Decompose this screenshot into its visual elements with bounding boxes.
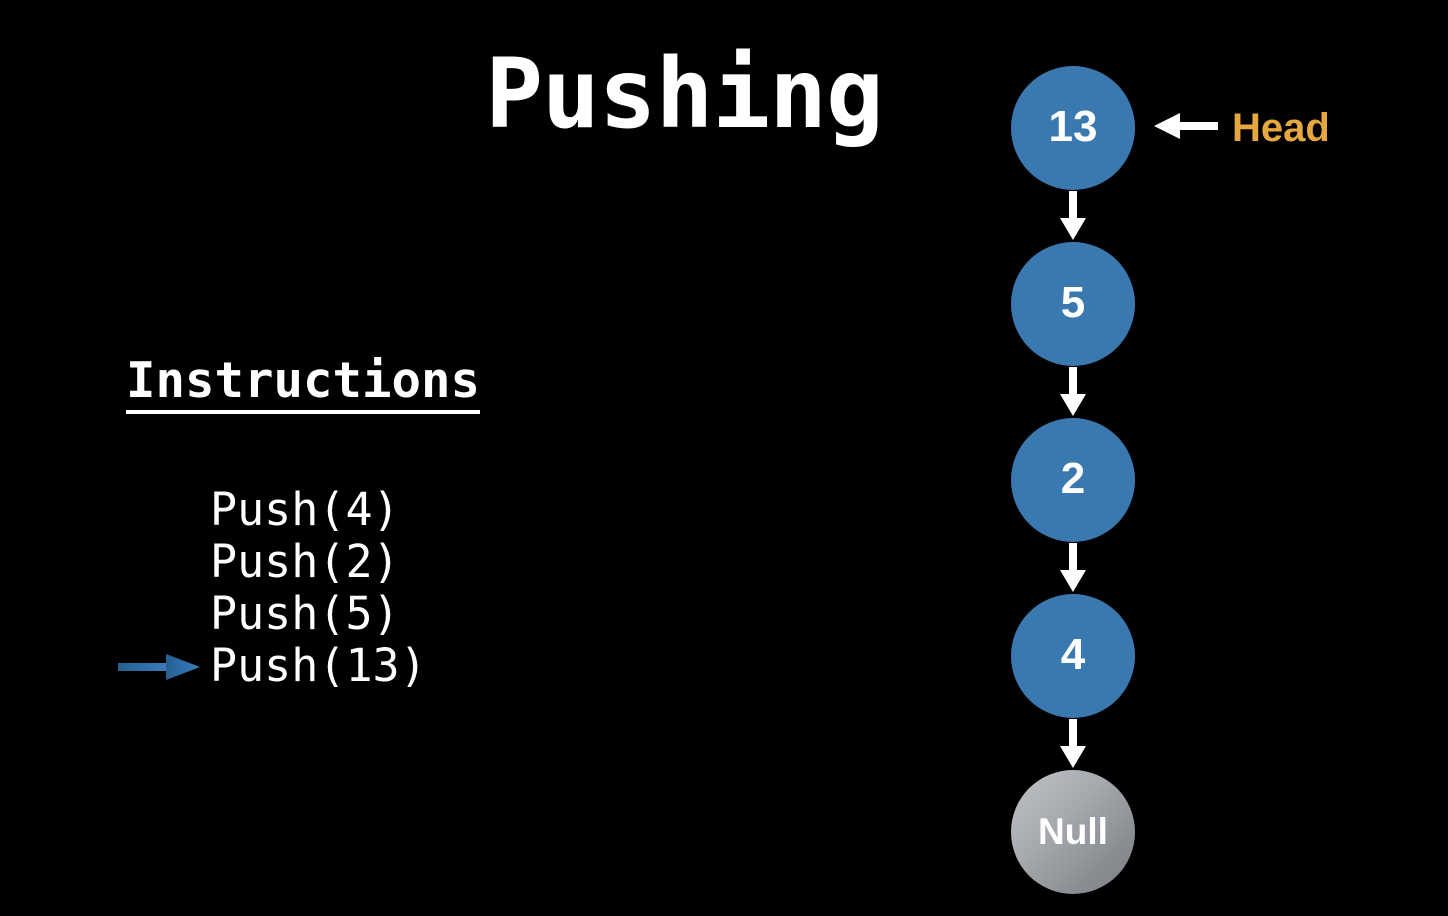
node-value: 2 [1060, 454, 1086, 503]
down-arrow-icon [1011, 542, 1135, 594]
node-value: 5 [1060, 278, 1086, 327]
linked-list-diagram: 13 5 2 4 [1011, 66, 1135, 894]
node-value: 4 [1060, 630, 1086, 679]
head-label: Head [1232, 106, 1330, 150]
list-item[interactable]: Push(4) [210, 484, 427, 536]
instruction-list: Push(4) Push(2) Push(5) [118, 484, 427, 692]
instruction-label: Push(2) [210, 535, 400, 588]
down-arrow-icon [1011, 190, 1135, 242]
head-annotation: Head [1152, 103, 1330, 153]
node-value: Null [1038, 810, 1108, 852]
instruction-label: Push(13) [210, 639, 427, 692]
list-node[interactable]: 2 [1011, 418, 1135, 542]
instruction-label: Push(5) [210, 587, 400, 640]
list-node[interactable]: 5 [1011, 242, 1135, 366]
list-item[interactable]: Push(2) [210, 536, 427, 588]
instruction-label: Push(4) [210, 483, 400, 536]
list-item-current[interactable]: Push(13) [118, 639, 427, 692]
instructions-panel: Instructions Push(4) Push(2) Push(5) [118, 356, 746, 692]
list-node[interactable]: 4 [1011, 594, 1135, 718]
list-node-null[interactable]: Null [1011, 770, 1135, 894]
instructions-heading: Instructions [126, 356, 481, 414]
left-arrow-icon [1152, 110, 1218, 146]
node-value: 13 [1048, 102, 1098, 151]
right-arrow-icon [118, 651, 200, 681]
list-node-head[interactable]: 13 [1011, 66, 1135, 190]
list-item[interactable]: Push(5) [210, 588, 427, 640]
down-arrow-icon [1011, 366, 1135, 418]
down-arrow-icon [1011, 718, 1135, 770]
page-title: Pushing [485, 38, 884, 150]
